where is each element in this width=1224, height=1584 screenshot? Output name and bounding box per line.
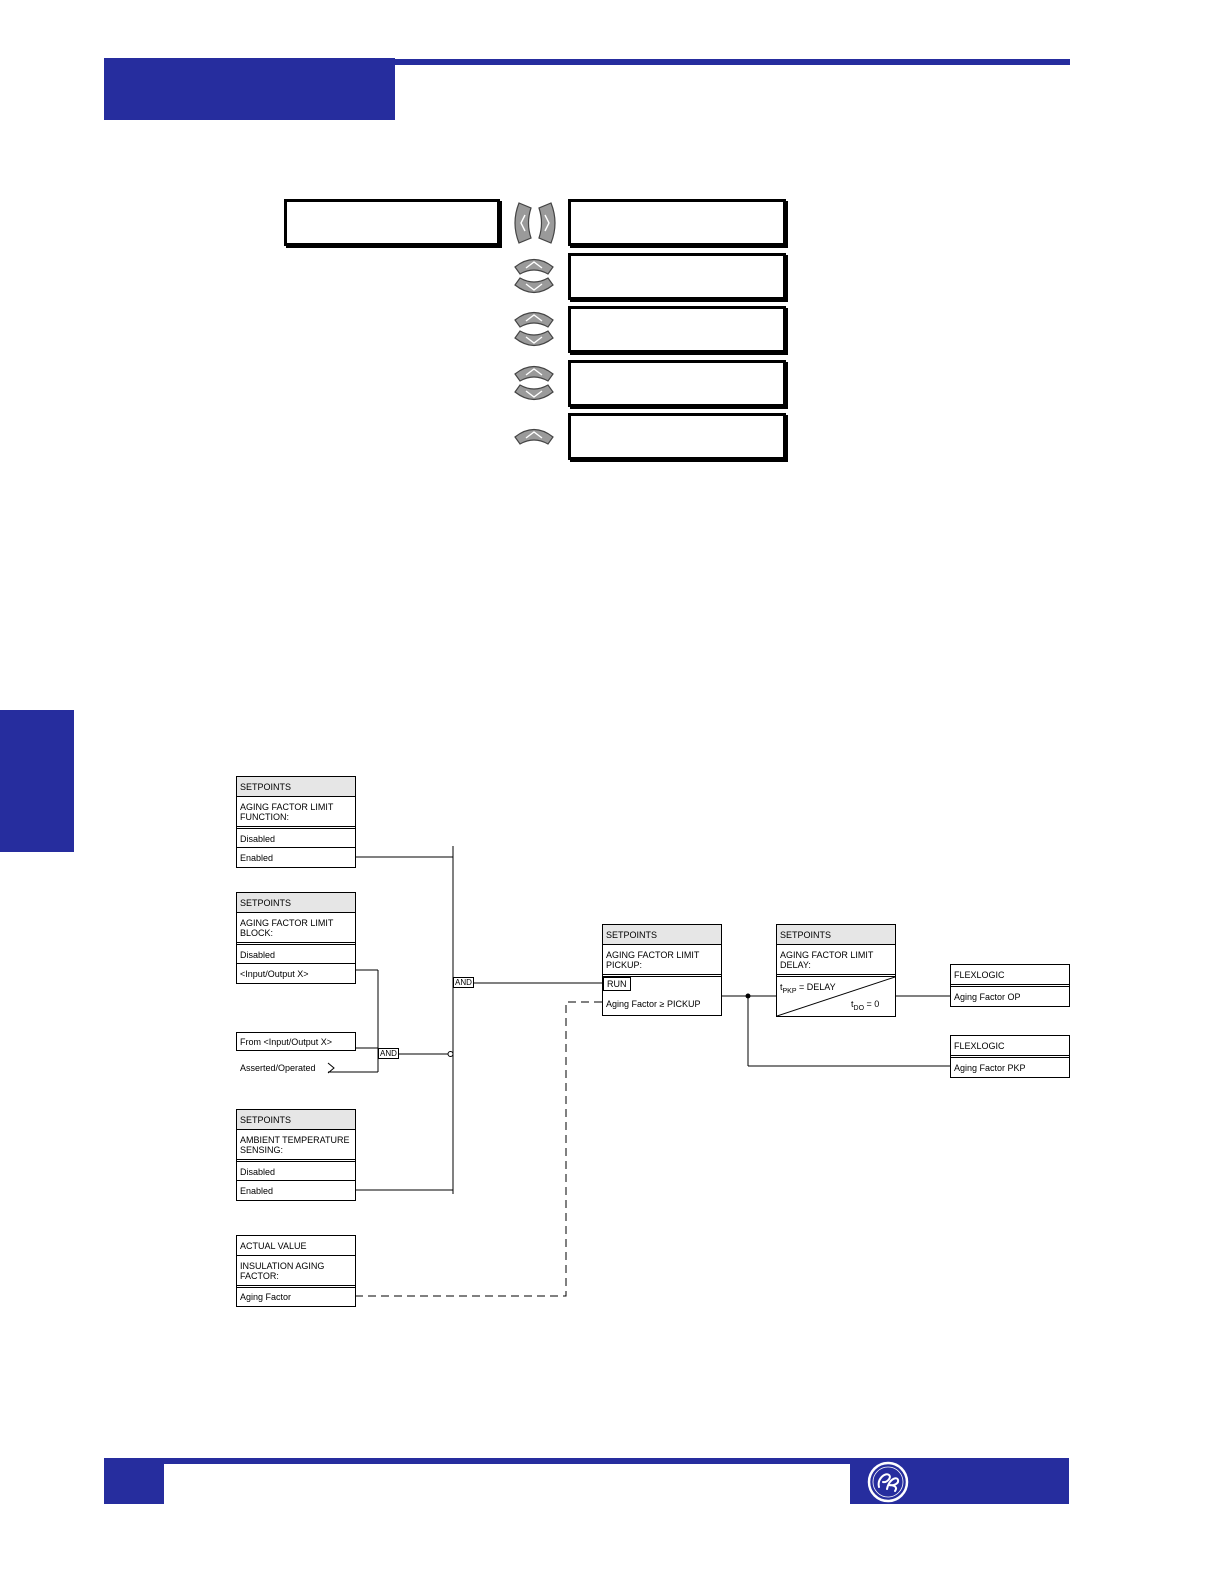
block-title: AGING FACTOR LIMIT FUNCTION:: [237, 797, 355, 829]
block-setpoint-block: SETPOINTS AGING FACTOR LIMIT BLOCK: Disa…: [236, 892, 356, 984]
function-setpoint-block: SETPOINTS AGING FACTOR LIMIT FUNCTION: D…: [236, 776, 356, 868]
asserted-label: Asserted/Operated: [240, 1063, 316, 1073]
left-right-keys-icon: [514, 202, 556, 244]
pickup-setpoint-block: SETPOINTS AGING FACTOR LIMIT PICKUP: RUN…: [602, 924, 722, 1016]
run-label: RUN: [603, 977, 631, 991]
block-header: SETPOINTS: [237, 893, 355, 913]
option-enabled: Enabled: [240, 853, 274, 863]
block-title: AMBIENT TEMPERATURE SENSING:: [237, 1130, 355, 1162]
ambient-setpoint-block: SETPOINTS AMBIENT TEMPERATURE SENSING: D…: [236, 1109, 356, 1201]
actual-value-block: ACTUAL VALUE INSULATION AGING FACTOR: Ag…: [236, 1235, 356, 1307]
block-header: ACTUAL VALUE: [237, 1236, 355, 1256]
block-title: AGING FACTOR LIMIT PICKUP:: [603, 945, 721, 977]
setpoint-message-delay: [568, 360, 786, 407]
block-header: SETPOINTS: [237, 1110, 355, 1130]
flexlogic-operand: Aging Factor PKP: [954, 1063, 1026, 1073]
footer-rule: [104, 1458, 1069, 1464]
block-title: AGING FACTOR LIMIT DELAY:: [777, 945, 895, 977]
aging-factor-value: Aging Factor: [240, 1292, 292, 1302]
header-block: [104, 58, 395, 120]
setpoint-message-block: [568, 253, 786, 300]
option-disabled: Disabled: [237, 1162, 355, 1181]
block-title: AGING FACTOR LIMIT BLOCK:: [237, 913, 355, 945]
option-disabled: Disabled: [237, 829, 355, 848]
block-header: SETPOINTS: [237, 777, 355, 797]
menu-header-display: [284, 199, 500, 246]
flexlogic-pkp-block: FLEXLOGIC Aging Factor PKP: [950, 1035, 1070, 1078]
ge-logo-icon: [867, 1461, 909, 1503]
option-input-output: <Input/Output X>: [240, 969, 309, 979]
up-down-keys-icon: [514, 258, 554, 294]
block-header: FLEXLOGIC: [951, 1036, 1069, 1058]
block-header: FLEXLOGIC: [951, 965, 1069, 987]
from-input-box: From <Input/Output X>: [236, 1032, 356, 1051]
dropout-delay-label: tDO = 0: [851, 999, 880, 1012]
pickup-delay-label: tPKP = DELAY: [780, 982, 836, 995]
setpoint-message-function: [568, 199, 786, 246]
setpoint-message-pickup: [568, 306, 786, 353]
setpoint-message-events: [568, 413, 786, 460]
flexlogic-op-block: FLEXLOGIC Aging Factor OP: [950, 964, 1070, 1007]
timer-diagonal: [777, 977, 895, 1016]
block-header: SETPOINTS: [603, 925, 721, 945]
delay-setpoint-block: SETPOINTS AGING FACTOR LIMIT DELAY: tPKP…: [776, 924, 896, 1017]
pickup-comparator: Aging Factor ≥ PICKUP: [606, 999, 701, 1009]
flexlogic-operand: Aging Factor OP: [954, 992, 1021, 1002]
header-rule: [395, 59, 1070, 65]
and-gate-main: AND: [453, 977, 474, 988]
option-disabled: Disabled: [237, 945, 355, 964]
footer-page-block: [104, 1458, 164, 1504]
and-gate-block: AND: [378, 1048, 399, 1059]
chapter-tab: [0, 710, 74, 852]
block-title: INSULATION AGING FACTOR:: [237, 1256, 355, 1288]
up-down-keys-icon: [514, 311, 554, 347]
up-down-keys-icon: [514, 365, 554, 401]
block-header: SETPOINTS: [777, 925, 895, 945]
up-key-icon: [514, 428, 554, 445]
option-enabled: Enabled: [240, 1186, 274, 1196]
